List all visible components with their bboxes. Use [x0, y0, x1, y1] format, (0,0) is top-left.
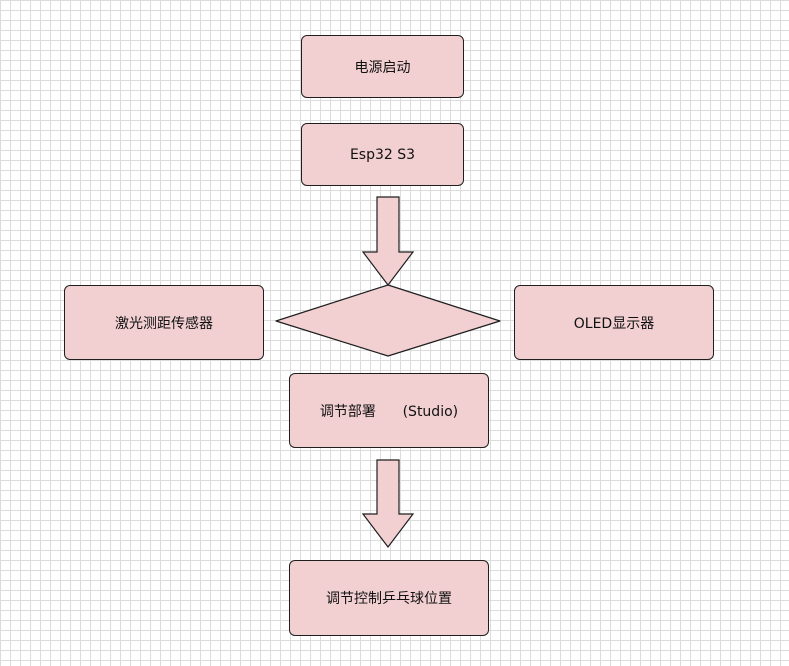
node-power-on[interactable]: 电源启动 — [301, 35, 464, 98]
down-arrow-1 — [361, 196, 415, 286]
node-control-ball-position[interactable]: 调节控制乒乓球位置 — [289, 560, 489, 636]
node-oled-display[interactable]: OLED显示器 — [514, 285, 714, 360]
node-esp32[interactable]: Esp32 S3 — [301, 123, 464, 186]
decision-diamond[interactable] — [275, 284, 501, 357]
node-laser-sensor[interactable]: 激光测距传感器 — [64, 285, 264, 360]
down-arrow-2 — [361, 459, 415, 548]
node-tuning-studio[interactable]: 调节部署 (Studio) — [289, 373, 489, 448]
